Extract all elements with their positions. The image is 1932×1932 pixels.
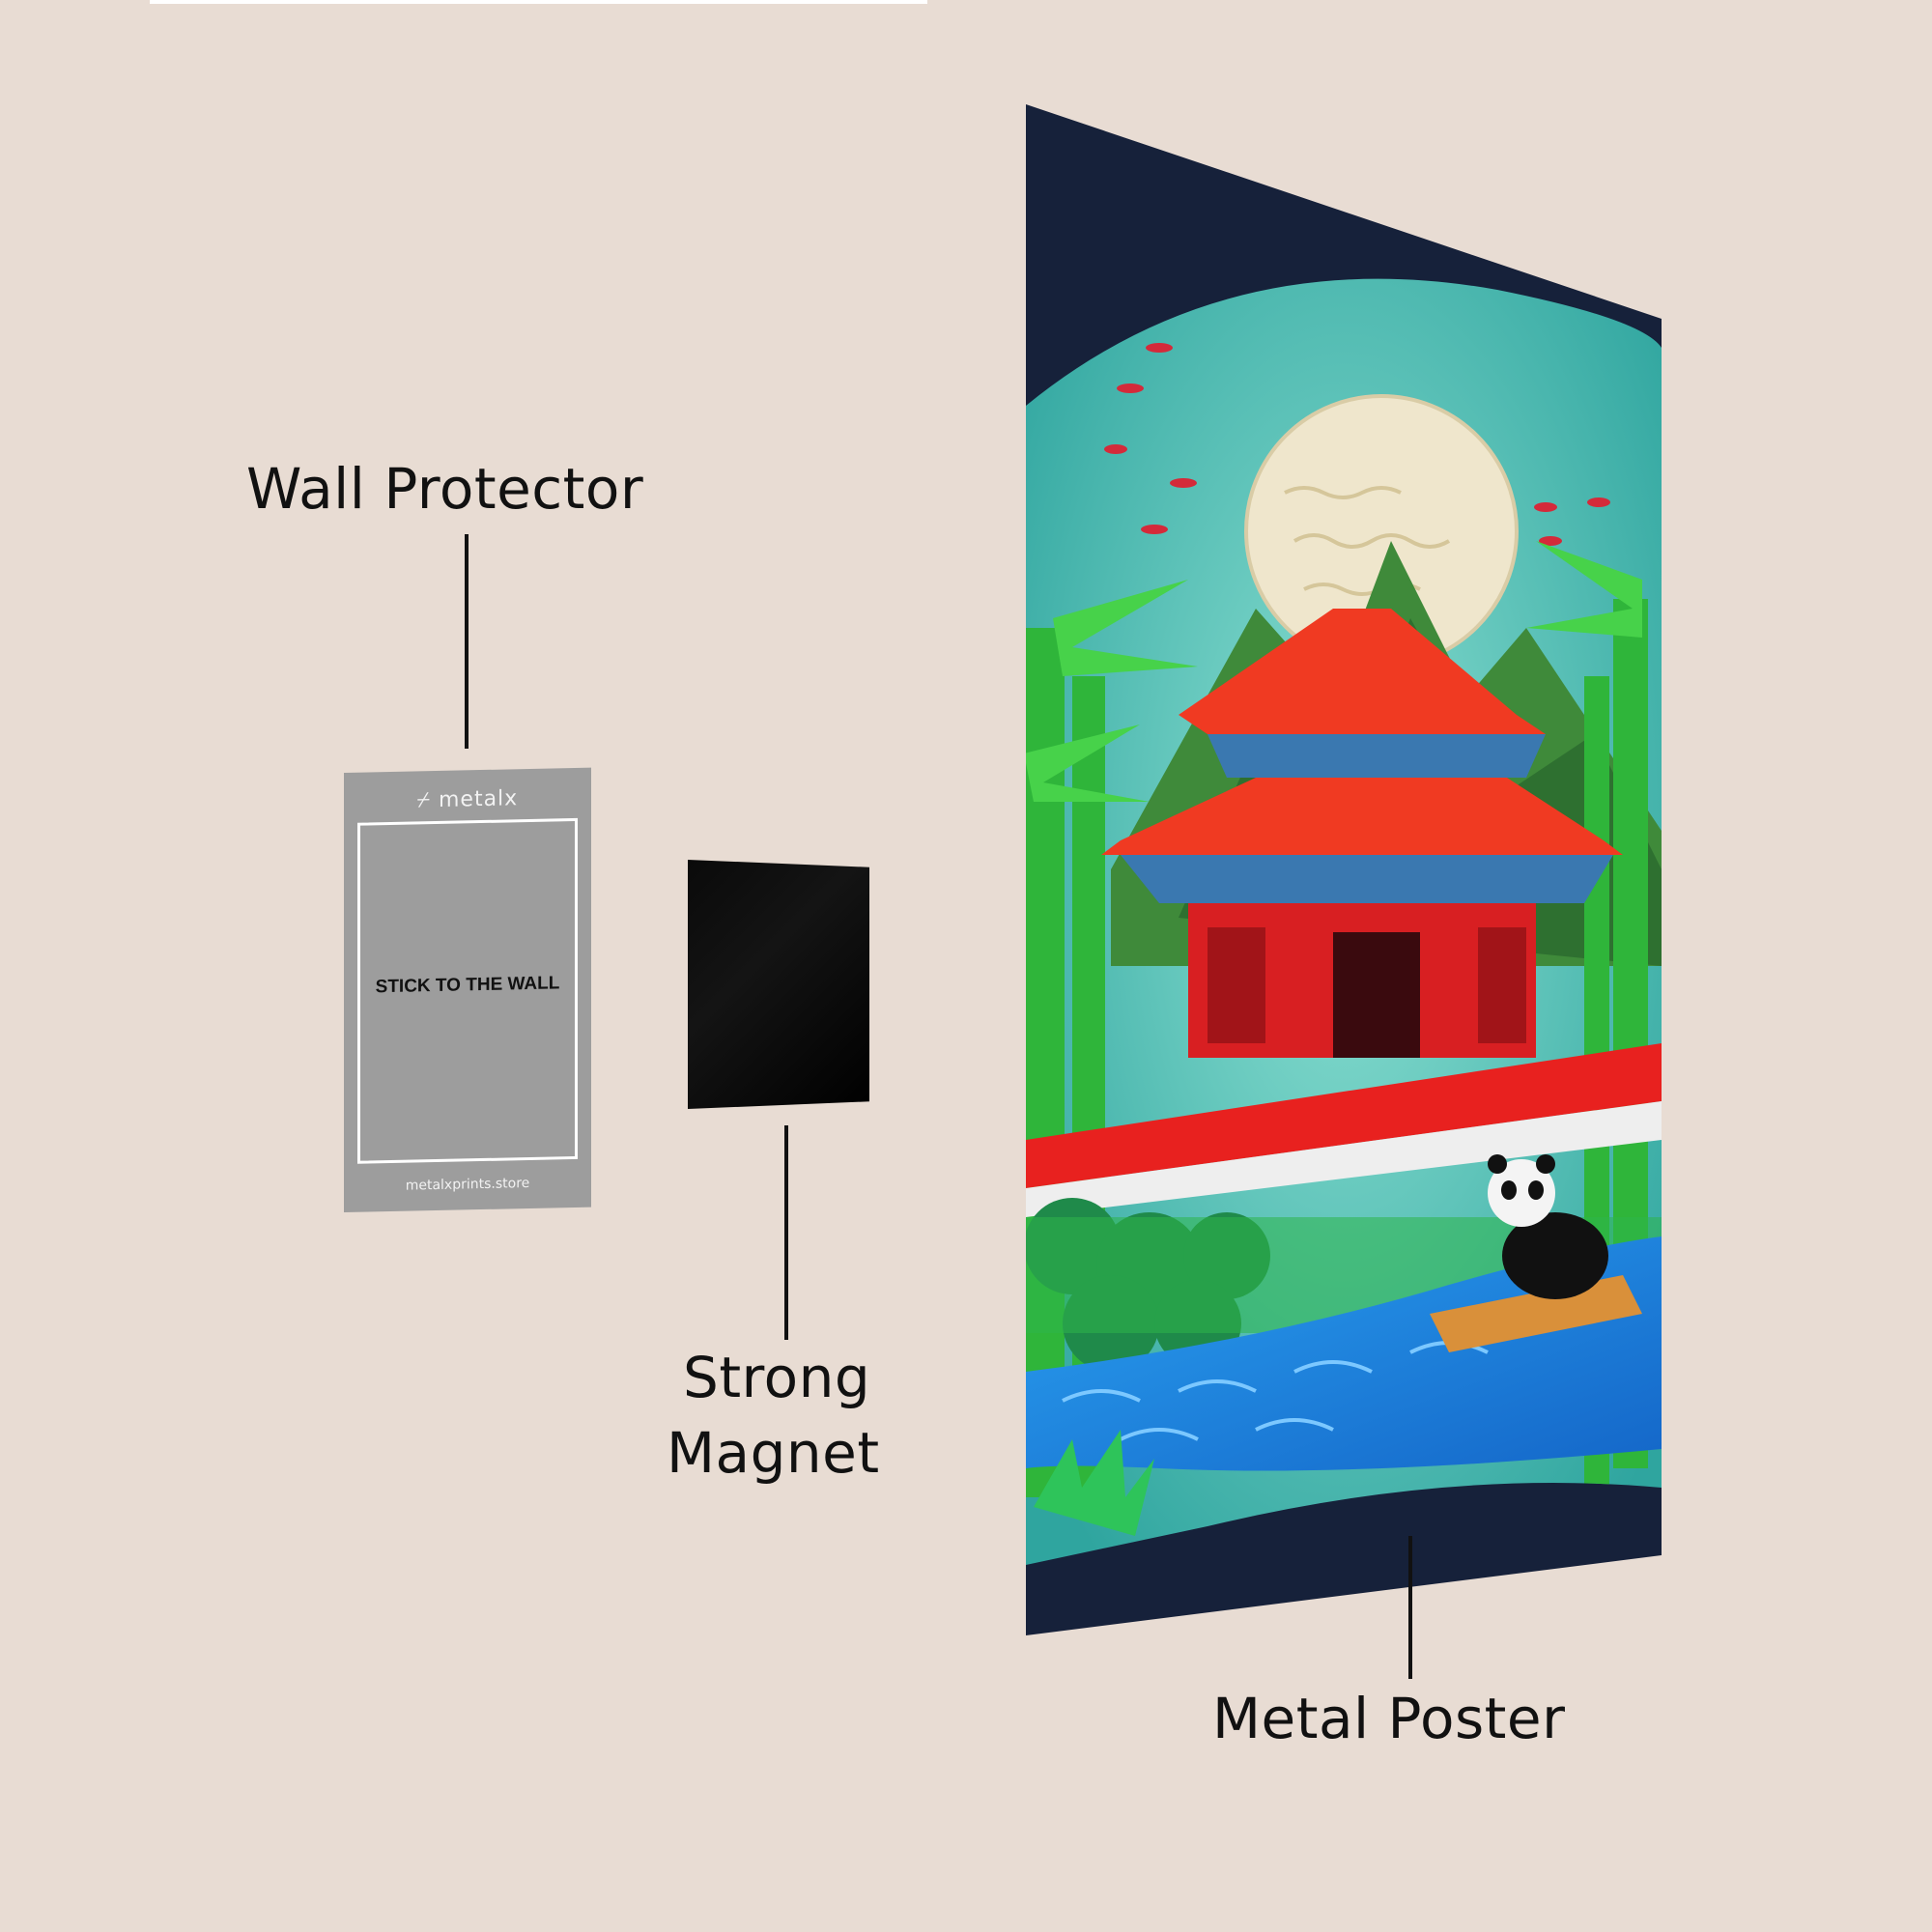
wall-protector-leader-line: [465, 534, 469, 749]
river-icon: [1026, 1236, 1662, 1471]
raft: [1430, 1275, 1642, 1352]
strong-magnet-label-line1: Strong: [683, 1345, 871, 1410]
bridge-fence: [1026, 1043, 1662, 1188]
pagoda-icon: [1101, 609, 1623, 1058]
strong-magnet-label-line2: Magnet: [667, 1420, 880, 1486]
wall-protector-label: Wall Protector: [246, 456, 644, 522]
metal-poster-label: Metal Poster: [1212, 1686, 1566, 1751]
metal-poster-leader-line: [1408, 1536, 1412, 1679]
birds-icon: [1104, 343, 1610, 546]
bamboo-leaves: [1026, 541, 1642, 802]
bridge-deck: [1026, 1101, 1662, 1217]
strong-magnet-leader-line: [784, 1125, 788, 1340]
top-divider: [150, 0, 927, 4]
strong-magnet-plate: [688, 860, 869, 1109]
panda-icon: [1488, 1154, 1608, 1299]
foreground-leaves: [1034, 1430, 1154, 1536]
